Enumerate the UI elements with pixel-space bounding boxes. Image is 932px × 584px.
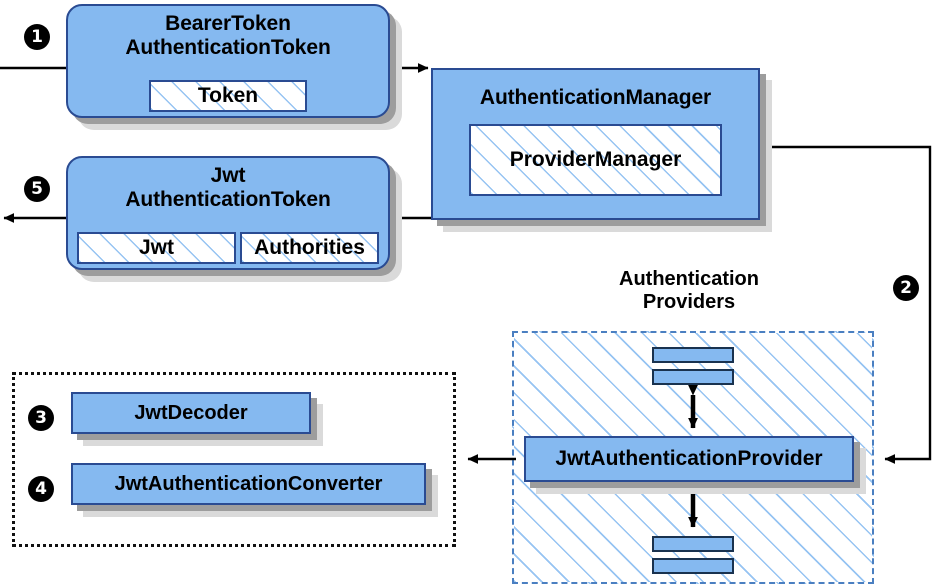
bearer-token-authentication-token-node[interactable]: BearerToken AuthenticationToken Token bbox=[66, 4, 402, 130]
step-badge-4-number: 4 bbox=[35, 479, 47, 499]
step-badge-1-number: 1 bbox=[31, 27, 43, 47]
step-badge-3-number: 3 bbox=[35, 408, 47, 428]
step-badge-2: 2 bbox=[893, 275, 919, 301]
step-badge-5: 5 bbox=[24, 176, 50, 202]
authorities-label: Authorities bbox=[254, 236, 365, 259]
jwt-decoder-body: JwtDecoder bbox=[71, 392, 311, 434]
jwt-authentication-provider-label: JwtAuthenticationProvider bbox=[555, 447, 823, 470]
provider-stub-top-upper bbox=[652, 347, 734, 363]
jwt-authentication-converter-body: JwtAuthenticationConverter bbox=[71, 463, 426, 505]
provider-stub-top-lower bbox=[652, 369, 734, 385]
authentication-providers-caption: Authentication Providers bbox=[556, 268, 822, 314]
provider-stub-bottom-lower bbox=[652, 558, 734, 574]
authentication-manager-node[interactable]: AuthenticationManager ProviderManager bbox=[431, 68, 772, 232]
authentication-manager-title-text: AuthenticationManager bbox=[479, 86, 712, 109]
step-badge-2-number: 2 bbox=[900, 278, 912, 298]
provider-manager-subbox: ProviderManager bbox=[469, 124, 722, 196]
provider-manager-label: ProviderManager bbox=[509, 148, 682, 171]
providers-caption-line1: Authentication bbox=[619, 268, 759, 290]
jwt-token-title: Jwt AuthenticationToken bbox=[66, 164, 390, 211]
step-badge-3: 3 bbox=[28, 405, 54, 431]
step-badge-4: 4 bbox=[28, 476, 54, 502]
step-badge-1: 1 bbox=[24, 24, 50, 50]
authorities-subbox: Authorities bbox=[240, 232, 379, 264]
jwt-authentication-converter-node[interactable]: JwtAuthenticationConverter bbox=[71, 463, 438, 517]
token-label: Token bbox=[197, 84, 259, 107]
providers-caption-line2: Providers bbox=[642, 290, 736, 313]
jwt-label: Jwt bbox=[138, 236, 174, 259]
jwt-authentication-converter-label: JwtAuthenticationConverter bbox=[114, 472, 383, 495]
jwt-subbox: Jwt bbox=[77, 232, 236, 264]
jwt-authentication-provider-node[interactable]: JwtAuthenticationProvider bbox=[524, 436, 866, 494]
step-badge-5-number: 5 bbox=[31, 179, 43, 199]
jwt-token-title-line2: AuthenticationToken bbox=[125, 187, 331, 211]
jwt-decoder-label: JwtDecoder bbox=[134, 401, 248, 424]
authentication-manager-title: AuthenticationManager bbox=[431, 86, 760, 110]
jwt-decoder-node[interactable]: JwtDecoder bbox=[71, 392, 323, 446]
token-subbox: Token bbox=[149, 80, 307, 112]
bearer-token-title-line2: AuthenticationToken bbox=[125, 35, 331, 59]
bearer-token-title: BearerToken AuthenticationToken bbox=[66, 12, 390, 59]
jwt-token-title-line1: Jwt bbox=[210, 164, 246, 187]
jwt-authentication-token-node[interactable]: Jwt AuthenticationToken Jwt Authorities bbox=[66, 156, 402, 282]
provider-stub-bottom-upper bbox=[652, 536, 734, 552]
jwt-support-group-region bbox=[12, 372, 456, 547]
bearer-token-title-line1: BearerToken bbox=[165, 12, 291, 35]
jwt-authentication-provider-body: JwtAuthenticationProvider bbox=[524, 436, 854, 482]
